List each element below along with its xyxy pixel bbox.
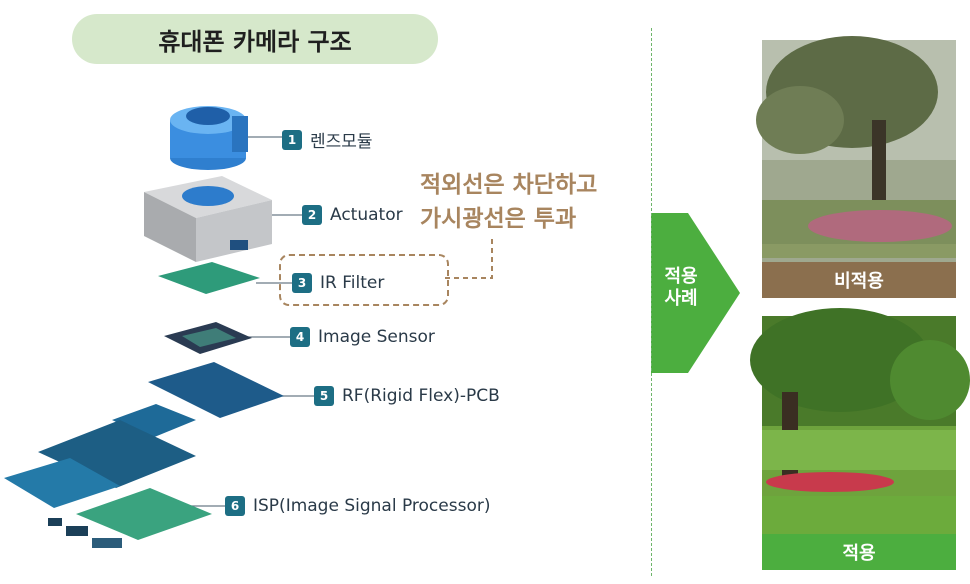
component-3-label: IR Filter: [320, 273, 385, 293]
component-5: 5 RF(Rigid Flex)-PCB: [314, 386, 500, 406]
component-1: 1 렌즈모듈: [282, 127, 373, 152]
arrow-shape: [651, 213, 740, 373]
component-6: 6 ISP(Image Signal Processor): [225, 496, 490, 516]
arrow-label-line-2: 사례: [664, 288, 698, 309]
callout-line-1: 적외선은 차단하고: [420, 172, 598, 198]
component-3: 3 IR Filter: [292, 273, 384, 293]
ir-filter-part: [158, 262, 260, 294]
caption-applied: 적용: [762, 534, 956, 570]
image-sensor-part: [164, 322, 252, 354]
component-4-label: Image Sensor: [318, 327, 435, 347]
divider-line: [651, 28, 652, 576]
arrow-label-line-1: 적용: [664, 266, 698, 287]
component-1-label: 렌즈모듈: [310, 132, 373, 152]
caption-not-applied: 비적용: [762, 262, 956, 298]
component-4: 4 Image Sensor: [290, 327, 435, 347]
badge-5: 5: [314, 386, 334, 406]
component-6-label: ISP(Image Signal Processor): [253, 496, 491, 516]
photo-applied: [750, 308, 970, 534]
badge-3: 3: [292, 273, 312, 293]
callout-line-2: 가시광선은 투과: [420, 206, 577, 232]
badge-1: 1: [282, 129, 302, 150]
badge-6: 6: [225, 496, 245, 516]
actuator-part: [144, 176, 272, 262]
photo-not-applied: [756, 36, 956, 268]
component-5-label: RF(Rigid Flex)-PCB: [342, 386, 500, 406]
pcb-part: [38, 362, 284, 488]
component-2: 2 Actuator: [302, 205, 403, 225]
isp-board-part: [4, 458, 212, 548]
diagram-title: 휴대폰 카메라 구조: [72, 14, 438, 64]
lens-module-part: [170, 106, 248, 170]
ir-callout: 적외선은 차단하고 가시광선은 투과: [420, 168, 597, 236]
ir-filter-highlight: [279, 254, 449, 306]
badge-4: 4: [290, 327, 310, 347]
component-2-label: Actuator: [330, 205, 403, 225]
badge-2: 2: [302, 205, 322, 225]
arrow-label: 적용 사례: [651, 266, 711, 310]
